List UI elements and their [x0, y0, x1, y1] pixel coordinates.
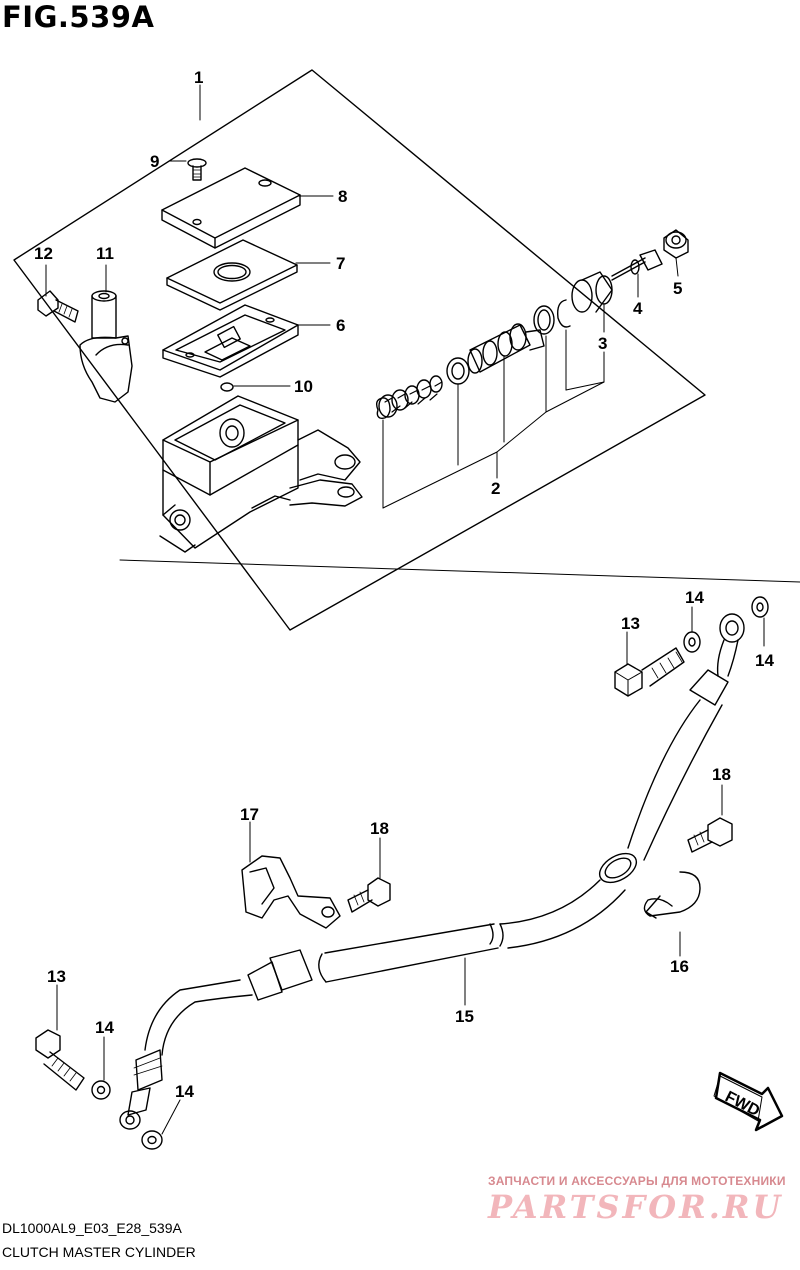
banjo-bolt-13-lower — [35, 1029, 85, 1091]
callout-5: 5 — [673, 279, 682, 298]
callout-6: 6 — [336, 316, 345, 335]
callout-14: 14 — [95, 1018, 114, 1037]
callout-2: 2 — [491, 479, 500, 498]
holder-11 — [79, 290, 133, 403]
leader-lines — [45, 84, 765, 1135]
push-rod-4 — [611, 249, 663, 281]
callout-numbers: 1 9 8 12 11 7 5 4 6 3 10 2 14 13 14 18 1… — [34, 68, 774, 1101]
callout-7: 7 — [336, 254, 345, 273]
callout-13: 13 — [621, 614, 640, 633]
washer-14-upper-b — [751, 596, 769, 618]
master-cylinder-body — [159, 395, 363, 553]
washer-14-upper-a — [683, 631, 701, 653]
assembly-box — [13, 69, 800, 631]
callout-17: 17 — [240, 805, 259, 824]
diaphragm-plate-7 — [166, 239, 298, 311]
callout-3: 3 — [598, 334, 607, 353]
washer-14-lower-b — [141, 1130, 163, 1150]
washer-14-lower-a — [91, 1080, 111, 1100]
o-ring-10 — [220, 382, 234, 392]
hose-guide-17 — [241, 855, 341, 929]
figure-title: FIG.539A — [2, 0, 155, 34]
cup-seal-3 — [533, 271, 613, 335]
watermark-logo: PARTSFOR.RU — [488, 1188, 784, 1226]
figure-name: CLUTCH MASTER CYLINDER — [2, 1244, 196, 1260]
callout-13: 13 — [47, 967, 66, 986]
callout-9: 9 — [150, 152, 159, 171]
callout-14: 14 — [175, 1082, 194, 1101]
callout-10: 10 — [294, 377, 313, 396]
callout-15: 15 — [455, 1007, 474, 1026]
bolt-18-right — [687, 817, 733, 853]
callout-12: 12 — [34, 244, 53, 263]
callout-1: 1 — [194, 68, 203, 87]
callout-16: 16 — [670, 957, 689, 976]
bolt-12 — [37, 290, 79, 323]
piston-assembly-2 — [375, 323, 545, 420]
clip-16 — [643, 871, 701, 919]
banjo-bolt-13-upper — [614, 647, 685, 697]
watermark-tagline: ЗАПЧАСТИ И АКСЕССУАРЫ ДЛЯ МОТОТЕХНИКИ — [488, 1174, 786, 1188]
clutch-hose-15 — [119, 613, 745, 1130]
callout-14: 14 — [755, 651, 774, 670]
fwd-arrow-icon: FWD — [713, 1071, 784, 1132]
callout-11: 11 — [96, 244, 114, 263]
callout-18: 18 — [370, 819, 389, 838]
callout-18: 18 — [712, 765, 731, 784]
callout-4: 4 — [633, 299, 643, 318]
diaphragm-6 — [162, 304, 299, 378]
figure-code: DL1000AL9_E03_E28_539A — [2, 1220, 182, 1236]
callout-8: 8 — [338, 187, 347, 206]
reservoir-cap-8 — [161, 167, 301, 249]
callout-14: 14 — [685, 588, 704, 607]
screw-9 — [187, 158, 207, 181]
joint-5 — [663, 229, 689, 259]
bolt-18-left — [347, 877, 391, 913]
